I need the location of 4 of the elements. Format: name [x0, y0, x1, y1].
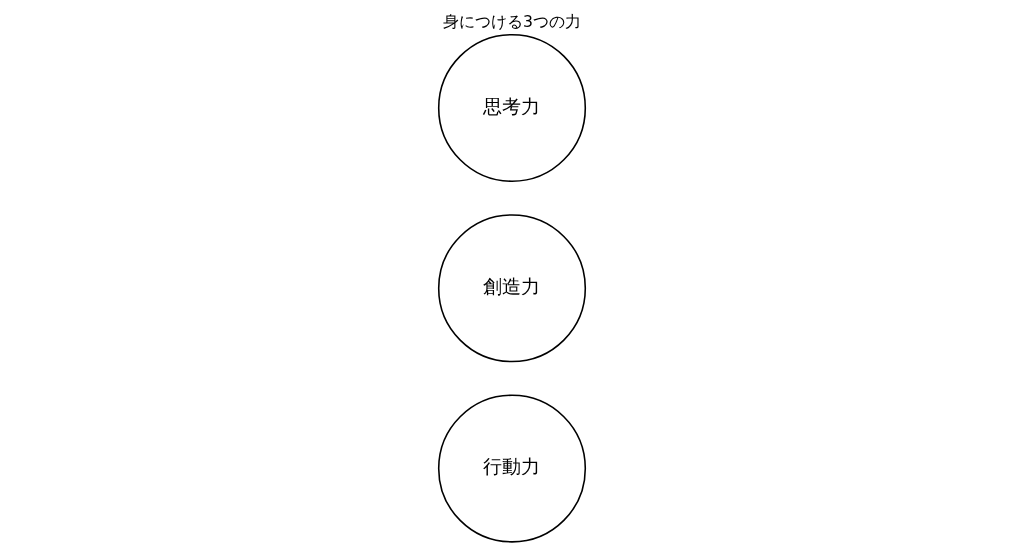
node-circle: 思考力: [437, 33, 587, 183]
node-circle: 創造力: [437, 214, 587, 363]
node-circle: 行動力: [437, 394, 587, 543]
diagram-title: 身につける3つの力: [443, 11, 581, 31]
